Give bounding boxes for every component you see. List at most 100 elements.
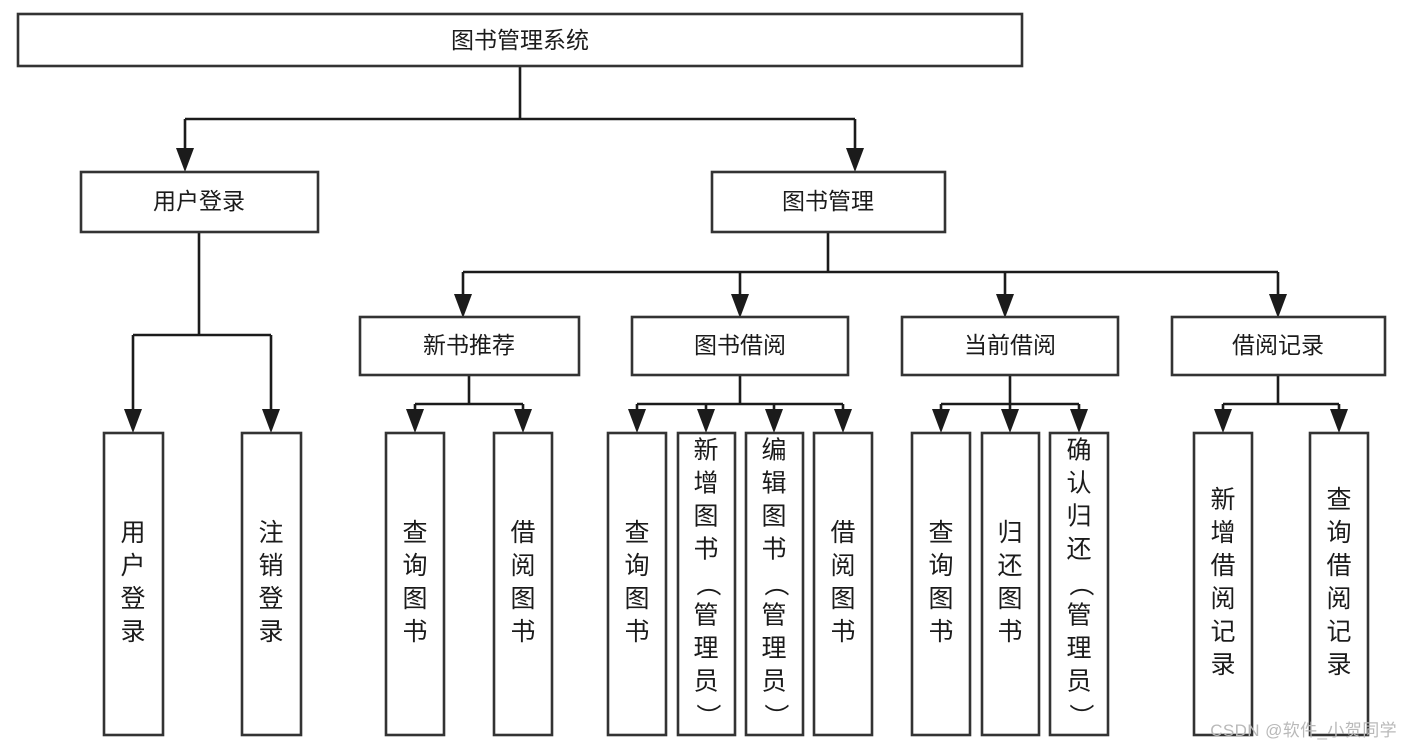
svg-text:理: 理 [1066, 635, 1091, 663]
arrow-to-leaf-edit-book [765, 409, 783, 433]
svg-text:图: 图 [624, 585, 649, 613]
svg-text:书: 书 [997, 618, 1022, 646]
node-book-management[interactable]: 图书管理 [710, 170, 947, 234]
svg-text:登: 登 [258, 585, 283, 613]
arrow-to-leaf-logout [262, 409, 280, 433]
arrow-to-user-login [176, 148, 194, 172]
svg-text:查: 查 [1326, 486, 1351, 514]
svg-text:书: 书 [693, 536, 718, 564]
connector-bookmanage-to-level3 [454, 232, 1287, 318]
leaf-user-login[interactable]: 用户登录 [102, 431, 165, 737]
svg-text:注: 注 [258, 519, 283, 547]
svg-text:新: 新 [693, 437, 718, 465]
svg-text:理: 理 [693, 635, 718, 663]
svg-text:阅: 阅 [1210, 585, 1235, 613]
svg-text:户: 户 [120, 552, 145, 580]
svg-text:员: 员 [1066, 668, 1091, 696]
svg-text:增: 增 [1210, 519, 1235, 547]
arrow-to-leaf-borrow-book-1 [514, 409, 532, 433]
svg-text:员: 员 [761, 668, 786, 696]
svg-text:图: 图 [510, 585, 535, 613]
svg-text:员: 员 [693, 668, 718, 696]
node-book-borrow-label: 图书借阅 [694, 332, 786, 358]
svg-text:图: 图 [928, 585, 953, 613]
svg-text:录: 录 [120, 618, 145, 646]
node-current-borrow-label: 当前借阅 [964, 332, 1056, 358]
svg-text:书: 书 [510, 618, 535, 646]
svg-text:询: 询 [928, 552, 953, 580]
arrow-to-book-borrow [731, 294, 749, 318]
svg-text:确: 确 [1066, 437, 1091, 465]
node-user-login[interactable]: 用户登录 [79, 170, 320, 234]
node-new-book-recommend[interactable]: 新书推荐 [358, 315, 581, 377]
node-current-borrow[interactable]: 当前借阅 [900, 315, 1120, 377]
svg-text:查: 查 [928, 519, 953, 547]
svg-text:管: 管 [693, 602, 718, 630]
svg-text:图: 图 [402, 585, 427, 613]
leaf-user-login-label: 用户登录 [120, 519, 145, 646]
node-new-book-recommend-label: 新书推荐 [423, 332, 515, 358]
svg-text:录: 录 [258, 618, 283, 646]
connector-borrowrecord-to-leaves [1214, 375, 1348, 433]
connector-bookborrow-to-leaves [628, 375, 852, 433]
arrow-to-leaf-query-record [1330, 409, 1348, 433]
arrow-to-leaf-return-book [1001, 409, 1019, 433]
arrow-to-leaf-query-book-3 [932, 409, 950, 433]
svg-text:书: 书 [402, 618, 427, 646]
svg-text:阅: 阅 [1326, 585, 1351, 613]
node-root-label: 图书管理系统 [451, 27, 589, 53]
svg-text:图: 图 [693, 503, 718, 531]
node-borrow-record[interactable]: 借阅记录 [1170, 315, 1387, 377]
svg-text:图: 图 [761, 503, 786, 531]
svg-text:录: 录 [1326, 651, 1351, 679]
svg-text:理: 理 [761, 635, 786, 663]
svg-text:询: 询 [624, 552, 649, 580]
svg-text:记: 记 [1210, 618, 1235, 646]
svg-text:书: 书 [761, 536, 786, 564]
svg-text:用: 用 [120, 519, 145, 547]
arrow-to-leaf-query-book-2 [628, 409, 646, 433]
arrow-to-leaf-borrow-book-2 [834, 409, 852, 433]
svg-text:记: 记 [1326, 618, 1351, 646]
node-book-management-label: 图书管理 [782, 188, 874, 214]
node-book-borrow[interactable]: 图书借阅 [630, 315, 850, 377]
svg-text:登: 登 [120, 585, 145, 613]
svg-text:书: 书 [624, 618, 649, 646]
svg-text:）: ） [761, 703, 789, 728]
svg-text:查: 查 [624, 519, 649, 547]
svg-text:归: 归 [997, 519, 1022, 547]
svg-text:书: 书 [830, 618, 855, 646]
svg-text:管: 管 [1066, 602, 1091, 630]
svg-text:管: 管 [761, 602, 786, 630]
svg-text:）: ） [1066, 703, 1094, 728]
svg-text:认: 认 [1066, 470, 1091, 498]
svg-text:查: 查 [402, 519, 427, 547]
node-root-book-management-system[interactable]: 图书管理系统 [16, 12, 1024, 68]
svg-text:（: （ [761, 571, 789, 596]
arrow-to-leaf-add-record [1214, 409, 1232, 433]
svg-text:阅: 阅 [510, 552, 535, 580]
connector-currentborrow-to-leaves [932, 375, 1088, 433]
